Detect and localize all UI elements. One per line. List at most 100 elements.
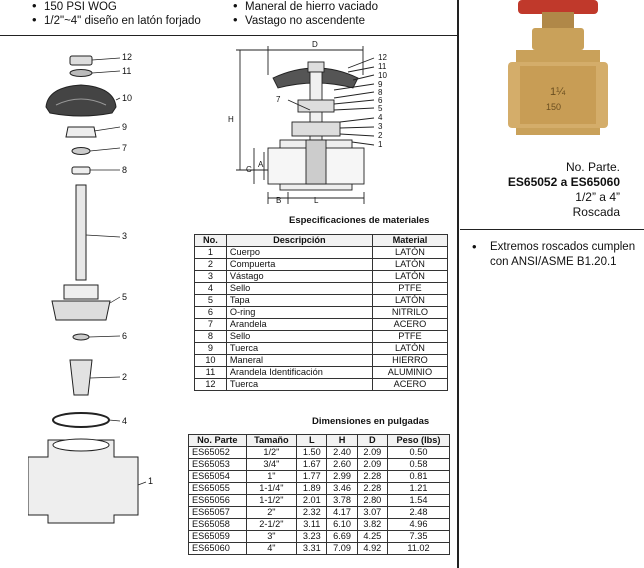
table-cell: 1.54 xyxy=(387,494,450,507)
table-cell: 4.92 xyxy=(356,542,389,555)
table-cell: Sello xyxy=(225,330,373,343)
table-header: L xyxy=(296,434,328,447)
table-cell: ES65054 xyxy=(188,470,247,483)
valve-marking-pressure: 150 xyxy=(546,102,561,112)
table-cell: Vástago xyxy=(225,270,373,283)
section-label-12: 12 xyxy=(378,53,387,62)
feature-pressure: 150 PSI WOG xyxy=(32,0,117,14)
right-divider xyxy=(460,229,644,230)
table-cell: ES65056 xyxy=(188,494,247,507)
table-cell: 3.31 xyxy=(296,542,328,555)
section-label-9: 9 xyxy=(378,80,383,89)
table-cell: 1" xyxy=(245,470,298,483)
table-cell: Cuerpo xyxy=(225,246,373,259)
table-cell: ES65053 xyxy=(188,458,247,471)
exploded-label-9: 9 xyxy=(122,122,128,132)
table-cell: ES65052 xyxy=(188,446,247,459)
table-cell: 1 xyxy=(194,246,227,259)
feature-design: 1/2"~4" diseño en latón forjado xyxy=(32,13,201,28)
part-type: Roscada xyxy=(572,205,620,219)
table-cell: 7.09 xyxy=(326,542,358,555)
dimensions-title: Dimensiones en pulgadas xyxy=(312,416,430,427)
table-cell: 0.50 xyxy=(387,446,450,459)
table-cell: 5 xyxy=(194,294,227,307)
exploded-label-11: 11 xyxy=(122,66,132,76)
table-cell: 10 xyxy=(194,354,227,367)
feature-handwheel: Maneral de hierro vaciado xyxy=(233,0,378,14)
table-cell: 2.28 xyxy=(356,482,389,495)
table-cell: 3.78 xyxy=(326,494,358,507)
table-cell: ES65057 xyxy=(188,506,247,519)
exploded-label-6: 6 xyxy=(122,331,128,341)
table-cell: 2.80 xyxy=(356,494,389,507)
table-cell: ACERO xyxy=(371,318,449,331)
table-cell: 9 xyxy=(194,342,227,355)
table-cell: 3.07 xyxy=(356,506,389,519)
table-cell: 2.09 xyxy=(356,458,389,471)
table-cell: 6.69 xyxy=(326,530,358,543)
table-cell: 11 xyxy=(194,366,227,379)
table-cell: 6.10 xyxy=(326,518,358,531)
table-cell: 12 xyxy=(194,378,227,391)
panel-divider xyxy=(457,0,459,568)
table-cell: 3" xyxy=(245,530,298,543)
table-cell: 11.02 xyxy=(387,542,450,555)
table-cell: Tapa xyxy=(225,294,373,307)
section-label-D: D xyxy=(312,40,318,49)
table-header: No. Parte xyxy=(188,434,247,447)
section-label-5: 5 xyxy=(378,104,383,113)
feature-stem: Vastago no ascendente xyxy=(233,13,365,28)
table-cell: NITRILO xyxy=(371,306,449,319)
section-label-10: 10 xyxy=(378,71,387,80)
section-label-3: 3 xyxy=(378,122,383,131)
table-cell: Maneral xyxy=(225,354,373,367)
table-cell: 1.89 xyxy=(296,482,328,495)
table-cell: PTFE xyxy=(371,330,449,343)
table-cell: 3/4" xyxy=(245,458,298,471)
table-cell: 1.21 xyxy=(387,482,450,495)
section-label-A: A xyxy=(258,160,264,169)
table-cell: LATÓN xyxy=(371,270,449,283)
part-size: 1/2” a 4” xyxy=(575,190,620,204)
table-cell: ACERO xyxy=(371,378,449,391)
exploded-label-7: 7 xyxy=(122,143,128,153)
section-label-11: 11 xyxy=(378,62,387,71)
section-label-7: 7 xyxy=(276,95,281,104)
table-header: Material xyxy=(371,234,449,247)
table-cell: Tuerca xyxy=(225,342,373,355)
table-cell: 1/2" xyxy=(245,446,298,459)
table-cell: 2.99 xyxy=(326,470,358,483)
table-cell: LATÓN xyxy=(371,342,449,355)
table-cell: O-ring xyxy=(225,306,373,319)
table-cell: 8 xyxy=(194,330,227,343)
section-label-C: C xyxy=(246,165,252,174)
table-cell: LATÓN xyxy=(371,294,449,307)
table-cell: 0.58 xyxy=(387,458,450,471)
table-header: Tamaño xyxy=(245,434,298,447)
table-cell: Tuerca xyxy=(225,378,373,391)
table-cell: 3.23 xyxy=(296,530,328,543)
exploded-label-2: 2 xyxy=(122,372,128,382)
valve-photo: 1¼ 150 xyxy=(508,0,608,135)
table-cell: 3 xyxy=(194,270,227,283)
section-label-B: B xyxy=(276,196,282,205)
table-cell: ES65059 xyxy=(188,530,247,543)
table-cell: LATÓN xyxy=(371,258,449,271)
exploded-label-1: 1 xyxy=(148,476,154,486)
table-cell: 4 xyxy=(194,282,227,295)
valve-marking-size: 1¼ xyxy=(550,86,566,98)
table-cell: 6 xyxy=(194,306,227,319)
